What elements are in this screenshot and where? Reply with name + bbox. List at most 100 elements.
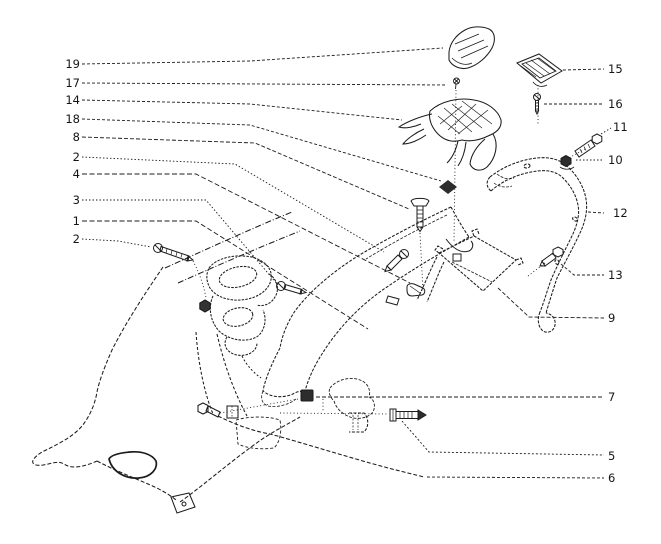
plate-15 xyxy=(516,53,563,87)
callout-label-11: 11 xyxy=(613,120,628,134)
cover-14-claw xyxy=(469,133,497,171)
clip-4 xyxy=(406,283,426,297)
leader-12 xyxy=(587,211,605,214)
callout-label-2b: 2 xyxy=(73,232,80,246)
hinge-clip xyxy=(226,405,239,419)
handlebar-outer xyxy=(489,157,588,314)
duct-foot-detail xyxy=(261,390,297,407)
handlebar-hole-a xyxy=(572,216,578,222)
leader-11 xyxy=(600,127,612,135)
leader-15 xyxy=(562,68,605,71)
screw-11-shaft xyxy=(574,139,596,158)
axis-screw-17 xyxy=(453,89,457,244)
callout-label-14: 14 xyxy=(65,93,80,107)
cover-14-notch-b xyxy=(457,141,467,167)
fairing-top-edge-a xyxy=(164,211,293,269)
screw-16 xyxy=(533,93,541,116)
hinge-bolt-shaft xyxy=(205,405,221,418)
leader-13 xyxy=(560,263,604,276)
leader-3 xyxy=(82,199,279,286)
cover-19 xyxy=(448,26,495,70)
screw-2a-tip xyxy=(384,265,392,273)
bolt-5-threads xyxy=(399,412,413,418)
screw-3-head xyxy=(276,281,286,291)
axis-screw-13 xyxy=(527,262,546,277)
cover-14-notch-a xyxy=(446,140,459,164)
cover-14-body xyxy=(428,98,502,142)
cover-19-lip xyxy=(451,57,473,65)
leader-2b xyxy=(81,238,152,248)
lock-nut xyxy=(199,299,211,313)
clip-4-inner xyxy=(409,285,421,294)
lock-upper-ring xyxy=(206,255,272,301)
screw-16-slot xyxy=(534,94,540,100)
callout-label-17: 17 xyxy=(65,76,80,90)
callout-label-12: 12 xyxy=(613,206,628,220)
fairing-column-line-b xyxy=(216,333,248,417)
fairing-bottom-bracket xyxy=(170,492,196,514)
cover-14 xyxy=(397,98,502,171)
callout-label-19: 19 xyxy=(65,57,80,71)
screw-8-threads xyxy=(417,209,423,223)
handlebar-12 xyxy=(486,157,588,333)
callout-label-15: 15 xyxy=(608,62,623,76)
clip-4b xyxy=(385,295,400,306)
callout-label-13: 13 xyxy=(608,268,623,282)
lock-mid-body xyxy=(209,295,266,341)
bolt-5-shaft xyxy=(395,411,419,419)
cover-14-finger-a xyxy=(397,113,433,129)
handlebar-hole-b xyxy=(554,259,560,265)
duct-lower-edge xyxy=(304,236,470,392)
callout-label-9: 9 xyxy=(608,311,615,325)
callout-label-7: 7 xyxy=(608,390,615,404)
leader-lines xyxy=(81,47,612,479)
screw-11-threads xyxy=(579,143,591,154)
fairing-column-line-a xyxy=(195,331,214,415)
callout-label-4: 4 xyxy=(73,167,80,181)
screw-3-tip xyxy=(299,288,308,295)
plate-15-tail xyxy=(532,81,548,87)
leader-9 xyxy=(497,287,605,319)
callout-label-2a: 2 xyxy=(73,150,80,164)
screw-2a-head xyxy=(399,249,409,259)
fairing-inner-panel xyxy=(235,416,282,450)
callout-label-5: 5 xyxy=(608,449,615,463)
screw-13 xyxy=(539,246,564,267)
bolt-5-tip xyxy=(417,409,427,421)
handlebar-end-foot xyxy=(537,311,556,333)
screw-8-shaft xyxy=(416,206,424,227)
lock-right-lobe xyxy=(256,273,278,307)
callout-label-8: 8 xyxy=(73,130,80,144)
handlebar-inner xyxy=(490,170,580,313)
screw-8-head xyxy=(410,197,430,207)
screw-2a xyxy=(384,249,409,273)
screw-3-slot xyxy=(277,282,285,290)
leader-8 xyxy=(81,136,410,210)
screw-8 xyxy=(410,197,430,233)
screw-17-shaft xyxy=(455,83,457,90)
plate-9 xyxy=(416,228,524,303)
callout-labels: 19 17 14 18 8 2 4 3 1 2 15 16 11 10 12 1… xyxy=(65,57,627,485)
leader-1 xyxy=(82,220,369,330)
callout-label-6: 6 xyxy=(608,471,615,485)
duct-top-connect xyxy=(450,206,470,238)
cover-14-hatch xyxy=(437,100,493,135)
plate-15-outline xyxy=(516,53,563,84)
callout-label-18: 18 xyxy=(65,112,80,126)
callout-label-10: 10 xyxy=(608,153,623,167)
leader-17 xyxy=(81,82,447,86)
lock-cable-tail xyxy=(241,355,262,379)
duct-upper-edge xyxy=(279,206,452,349)
screw-3 xyxy=(276,281,308,295)
handlebar-hole-c xyxy=(523,163,531,169)
nut-10 xyxy=(560,154,572,168)
screw-16-tip xyxy=(534,110,540,116)
leader-18 xyxy=(81,118,442,182)
lock-upper-opening xyxy=(218,265,258,289)
screw-8-tip xyxy=(416,226,424,233)
d-bracket-inner xyxy=(352,415,359,430)
callout-label-16: 16 xyxy=(608,97,623,111)
plate-9-fold xyxy=(451,261,493,283)
